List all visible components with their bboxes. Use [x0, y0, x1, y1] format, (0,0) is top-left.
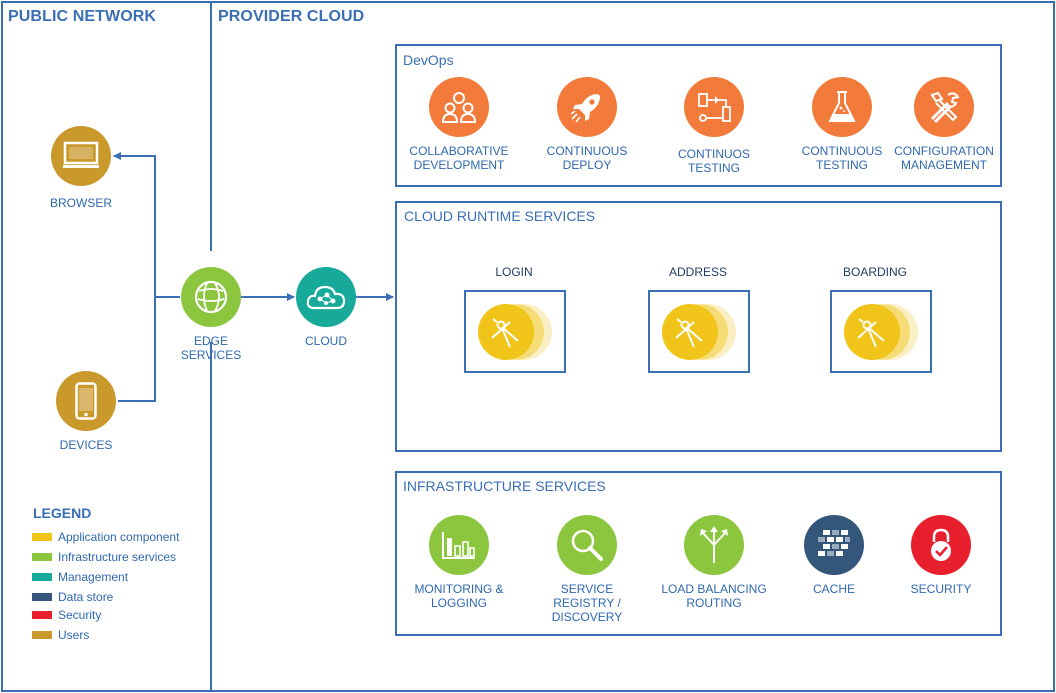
legend-swatch [32, 553, 52, 561]
devops-label-configuration: CONFIGURATION MANAGEMENT [894, 144, 994, 172]
cloud-node[interactable] [296, 267, 356, 327]
browser-label: BROWSER [49, 196, 112, 210]
legend-swatch [32, 611, 52, 619]
team-icon [441, 92, 477, 123]
legend-label: Management [58, 570, 129, 584]
lock-icon [931, 528, 951, 561]
cloud-label: CLOUD [304, 334, 347, 348]
compass-icon [844, 304, 918, 360]
legend-swatch [32, 533, 52, 541]
edge-services-node[interactable] [181, 267, 241, 327]
compass-icon [662, 304, 736, 360]
routing-icon [700, 526, 728, 563]
devops-label-continuos-testing: CONTINUOS TESTING [678, 147, 750, 175]
legend-swatch [32, 593, 52, 601]
bar-chart-icon [442, 532, 475, 559]
public-network-title: PUBLIC NETWORK [8, 8, 157, 25]
flowchart-icon [698, 93, 731, 122]
infra-item-monitoring[interactable] [429, 515, 489, 575]
devops-item-configuration-management[interactable] [914, 77, 974, 137]
legend-label: Data store [58, 590, 114, 604]
legend-item-application: Application component [32, 530, 179, 544]
infra-label-security: SECURITY [910, 582, 972, 596]
provider-cloud-title: PROVIDER CLOUD [218, 8, 365, 25]
infra-label-service-registry: SERVICE REGISTRY / DISCOVERY [551, 582, 623, 624]
legend-item-datastore: Data store [32, 590, 113, 604]
globe-icon [194, 280, 228, 314]
login-label: LOGIN [495, 265, 533, 279]
devops-panel [395, 44, 1002, 187]
cloud-runtime-title: CLOUD RUNTIME SERVICES [404, 208, 596, 224]
legend-item-users: Users [32, 628, 89, 642]
infra-item-cache[interactable] [804, 515, 864, 575]
rocket-icon [570, 94, 600, 123]
infrastructure-title: INFRASTRUCTURE SERVICES [403, 478, 606, 494]
address-component[interactable] [648, 290, 750, 373]
phone-icon [75, 382, 97, 420]
boarding-component[interactable] [830, 290, 932, 373]
infra-item-load-balancing[interactable] [684, 515, 744, 575]
legend-item-security: Security [32, 608, 101, 622]
tools-icon [930, 91, 960, 124]
magnifier-icon [571, 529, 603, 561]
infra-label-cache: CACHE [812, 582, 855, 596]
legend-item-management: Management [32, 570, 128, 584]
devops-label-continuous-testing: CONTINUOUS TESTING [801, 144, 883, 172]
legend-label: Security [58, 608, 102, 622]
cache-grid-icon [818, 530, 850, 556]
devops-item-collaborative-development[interactable] [429, 77, 489, 137]
devices-connector [118, 297, 156, 402]
legend-item-infrastructure: Infrastructure services [32, 550, 176, 564]
legend-label: Application component [58, 530, 180, 544]
browser-connector [113, 152, 180, 298]
devops-label-deploy: CONTINUOUS DEPLOY [546, 144, 628, 172]
compass-icon [478, 304, 552, 360]
monitor-icon [63, 141, 99, 168]
region-divider [210, 1, 212, 251]
devops-label-collaborative: COLLABORATIVE DEVELOPMENT [409, 144, 509, 172]
legend-label: Users [58, 628, 90, 642]
infra-item-security[interactable] [911, 515, 971, 575]
address-label: ADDRESS [668, 265, 727, 279]
login-component[interactable] [464, 290, 566, 373]
legend-swatch [32, 573, 52, 581]
infra-label-load-balancing: LOAD BALANCING ROUTING [661, 582, 767, 610]
legend-swatch [32, 631, 52, 639]
devops-title: DevOps [403, 52, 454, 68]
infra-label-monitoring: MONITORING & LOGGING [414, 582, 504, 610]
devops-item-continuous-deploy[interactable] [557, 77, 617, 137]
devops-item-continuous-testing[interactable] [812, 77, 872, 137]
devices-label: DEVICES [59, 438, 113, 452]
devices-node[interactable] [56, 371, 116, 431]
devops-item-continuos-testing[interactable] [684, 77, 744, 137]
boarding-label: BOARDING [842, 265, 907, 279]
cloud-network-icon [306, 285, 346, 310]
browser-node[interactable] [51, 126, 111, 186]
legend-label: Infrastructure services [58, 550, 177, 564]
legend-title: LEGEND [33, 505, 92, 521]
region-divider-lower [210, 342, 212, 692]
flask-icon [828, 91, 856, 122]
edge-services-label: EDGE SERVICES [180, 334, 242, 362]
infra-item-service-registry[interactable] [557, 515, 617, 575]
